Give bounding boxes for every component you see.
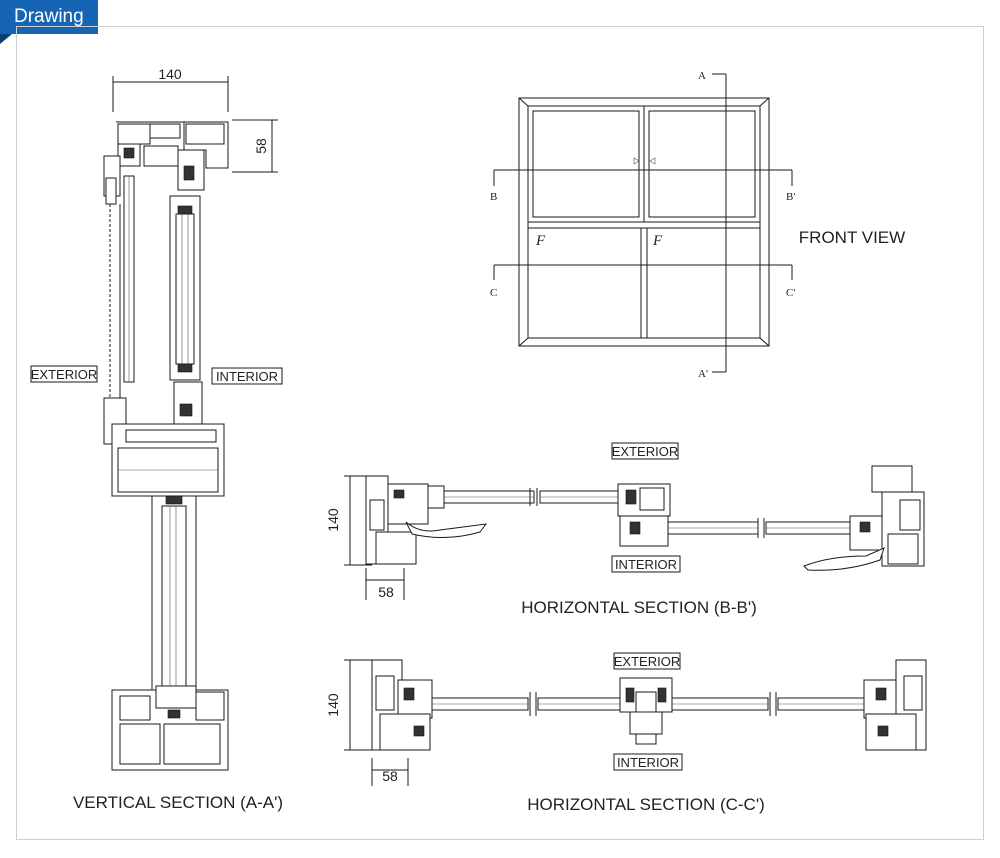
hcc-dim-height: 140 (325, 693, 341, 717)
drawing-frame (16, 26, 984, 840)
hcc-exterior-label: EXTERIOR (614, 654, 680, 669)
vertical-exterior-box (30, 365, 98, 383)
hbb-interior-label: INTERIOR (615, 557, 677, 572)
hcc-caption: HORIZONTAL SECTION (C-C') (527, 795, 764, 814)
horizontal-section-bb: 140 58 (325, 442, 925, 617)
hbb-interior-box (611, 555, 681, 573)
vertical-dim-width: 140 (158, 66, 182, 82)
horizontal-section-cc: 140 58 (325, 652, 927, 814)
front-caption: FRONT VIEW (799, 228, 905, 247)
front-view: A A' B B' C C' F F FRONT VIEW (490, 70, 905, 380)
hbb-dim-depth: 58 (378, 584, 394, 600)
hbb-exterior-box (611, 442, 679, 460)
hcc-exterior-box (613, 652, 681, 670)
vertical-interior-box (211, 367, 283, 385)
front-sec-b: B (490, 191, 497, 203)
front-sec-c-end: C' (786, 287, 795, 299)
front-sec-b-end: B' (786, 191, 795, 203)
vertical-exterior-label: EXTERIOR (31, 367, 97, 382)
vertical-section: 140 58 (30, 66, 283, 812)
hcc-dim-depth: 58 (382, 768, 398, 784)
tab-fold (0, 34, 12, 44)
front-sec-a: A (698, 70, 706, 82)
hbb-dim-height: 140 (325, 508, 341, 532)
hcc-interior-label: INTERIOR (617, 755, 679, 770)
vertical-dim-top: 58 (253, 138, 269, 154)
front-sec-c: C (490, 287, 497, 299)
vertical-caption: VERTICAL SECTION (A-A') (73, 793, 283, 812)
front-fixed-right: F (652, 233, 663, 249)
front-fixed-left: F (535, 233, 546, 249)
hbb-exterior-label: EXTERIOR (612, 444, 678, 459)
front-sec-a-end: A' (698, 368, 708, 380)
hbb-caption: HORIZONTAL SECTION (B-B') (521, 598, 757, 617)
hcc-interior-box (613, 753, 683, 771)
vertical-interior-label: INTERIOR (216, 369, 278, 384)
